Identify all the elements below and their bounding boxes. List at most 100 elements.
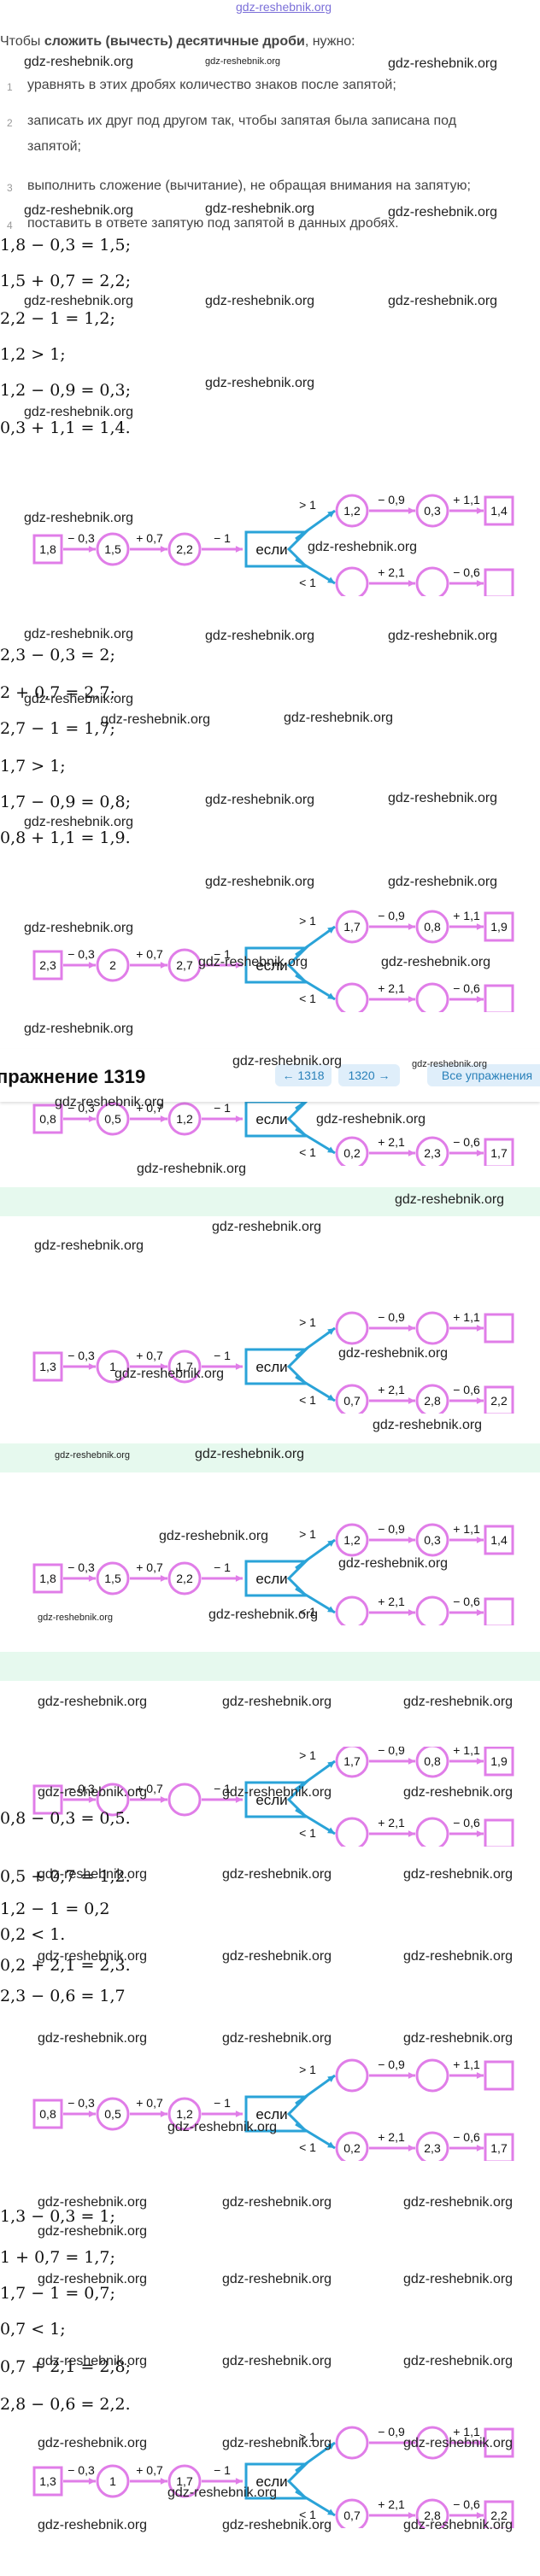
branch-label: < 1 — [299, 1826, 316, 1840]
watermark: gdz-reshebnik.org — [205, 294, 315, 308]
flow-arrow — [295, 2441, 336, 2473]
op-label: − 0,9 — [378, 1522, 405, 1536]
watermark: gdz-reshebnik.org — [38, 2195, 148, 2210]
op-label: − 1 — [214, 531, 231, 545]
watermark: gdz-reshebnik.org — [195, 1447, 305, 1461]
start-box-value: 2,3 — [39, 958, 56, 972]
branch-label: < 1 — [299, 1145, 316, 1159]
site-logo[interactable]: gdz-reshebnik.org — [236, 0, 332, 14]
value-node-value: 1,2 — [176, 2107, 193, 2121]
value-node-value: 1,5 — [104, 542, 121, 556]
result-box — [484, 1597, 514, 1625]
op-label: − 0,3 — [68, 2463, 95, 2477]
rule-intro: Чтобы сложить (вычесть) десятичные дроби… — [0, 34, 355, 50]
op-label: − 0,3 — [68, 947, 95, 961]
arrow-head — [408, 1758, 415, 1765]
arrow-head — [476, 1397, 484, 1404]
watermark: gdz-reshebnik.org — [38, 1613, 114, 1623]
next-exercise-button[interactable]: 1320 → — [338, 1064, 400, 1086]
calc-line: 1,2 − 0,9 = 0,3; — [0, 381, 132, 400]
value-node-value: 2,3 — [424, 1146, 441, 1160]
op-label: + 2,1 — [378, 981, 405, 995]
watermark: gdz-reshebnik.org — [232, 1054, 343, 1068]
branch-label: < 1 — [299, 2508, 316, 2521]
value-node-value: 0,2 — [343, 2141, 361, 2155]
op-label: + 1,1 — [453, 1310, 480, 1324]
rule-item-text: выполнить сложение (вычитание), не обращ… — [27, 179, 471, 193]
arrow-head — [408, 2145, 415, 2152]
op-label: + 1,1 — [453, 909, 480, 922]
calc-line: 0,7 + 2,1 = 2,8; — [0, 2357, 132, 2376]
watermark: gdz-reshebnik.org — [24, 511, 134, 525]
calc-line: 1,8 − 0,3 = 1,5; — [0, 236, 132, 255]
flow-arrow — [295, 1808, 336, 1835]
value-node-value: 2,7 — [176, 958, 193, 972]
all-exercises-button[interactable]: Все упражнения — [427, 1064, 540, 1086]
value-node — [96, 532, 130, 566]
result-box — [484, 568, 514, 596]
prev-exercise-button[interactable]: ← 1318 — [275, 1064, 332, 1086]
watermark: gdz-reshebnik.org — [403, 2272, 514, 2286]
watermark: gdz-reshebnik.org — [24, 921, 134, 935]
op-label: + 1,1 — [453, 1522, 480, 1536]
value-node — [415, 1311, 449, 1345]
watermark: gdz-reshebnik.org — [284, 711, 394, 725]
value-node — [167, 1349, 202, 1384]
calc-line: 0,2 < 1. — [0, 1925, 66, 1944]
arrow-head — [160, 962, 167, 969]
condition-node — [244, 1348, 309, 1385]
watermark: gdz-reshebnik.org — [38, 2354, 148, 2368]
condition-node — [244, 1100, 309, 1138]
arrow-head — [327, 2443, 335, 2450]
op-label: + 0,7 — [136, 1782, 163, 1795]
watermark: gdz-reshebnik.org — [38, 2224, 148, 2239]
arrow-head — [235, 1796, 243, 1803]
arrow-head — [327, 2509, 335, 2515]
rule-item-text: уравнять в этих дробях количество знаков… — [27, 78, 396, 92]
arrow-head — [476, 580, 484, 587]
branch-label: > 1 — [299, 914, 316, 928]
watermark: gdz-reshebnik.org — [388, 791, 498, 805]
ad-band — [0, 1443, 540, 1472]
value-node — [335, 1136, 369, 1166]
watermark: gdz-reshebnik.org — [388, 629, 498, 643]
branch-label: > 1 — [299, 2063, 316, 2076]
arrow-head — [88, 962, 96, 969]
value-node-value: 2,8 — [424, 2509, 441, 2522]
start-box — [32, 2099, 63, 2129]
start-box — [32, 1784, 63, 1815]
condition-node — [244, 1560, 309, 1597]
rule-item-text: записать их друг под другом так, чтобы з… — [27, 114, 457, 128]
rule-intro-lead: Чтобы — [0, 34, 44, 49]
watermark: gdz-reshebnik.org — [137, 1162, 247, 1176]
arrow-head — [408, 1397, 415, 1404]
arrow-head — [88, 1115, 96, 1122]
value-node — [415, 2058, 449, 2093]
watermark: gdz-reshebnik.org — [38, 1695, 148, 1709]
result-box-value: 1,7 — [490, 1146, 508, 1160]
arrow-head — [160, 1796, 167, 1803]
watermark: gdz-reshebnik.org — [338, 1556, 449, 1571]
watermark: gdz-reshebnik.org — [205, 376, 315, 390]
condition-label: если — [255, 1792, 287, 1808]
result-box-value: 1,7 — [490, 2141, 508, 2155]
content-cut — [0, 1717, 540, 1747]
watermark: gdz-reshebnik.org — [222, 2031, 332, 2046]
value-node-value: 0,2 — [343, 1146, 361, 1160]
op-label: + 0,7 — [136, 2096, 163, 2110]
start-box — [32, 2466, 63, 2497]
op-label: − 0,3 — [68, 1560, 95, 1574]
condition-label: если — [255, 1111, 287, 1127]
watermark: gdz-reshebnik.org — [38, 2031, 148, 2046]
arrow-head — [160, 1575, 167, 1582]
op-label: − 1 — [214, 1101, 231, 1115]
value-node — [335, 2426, 369, 2460]
value-node-value: 0,7 — [343, 2509, 361, 2522]
op-label: − 0,6 — [453, 981, 480, 995]
arrow-head — [476, 1830, 484, 1837]
